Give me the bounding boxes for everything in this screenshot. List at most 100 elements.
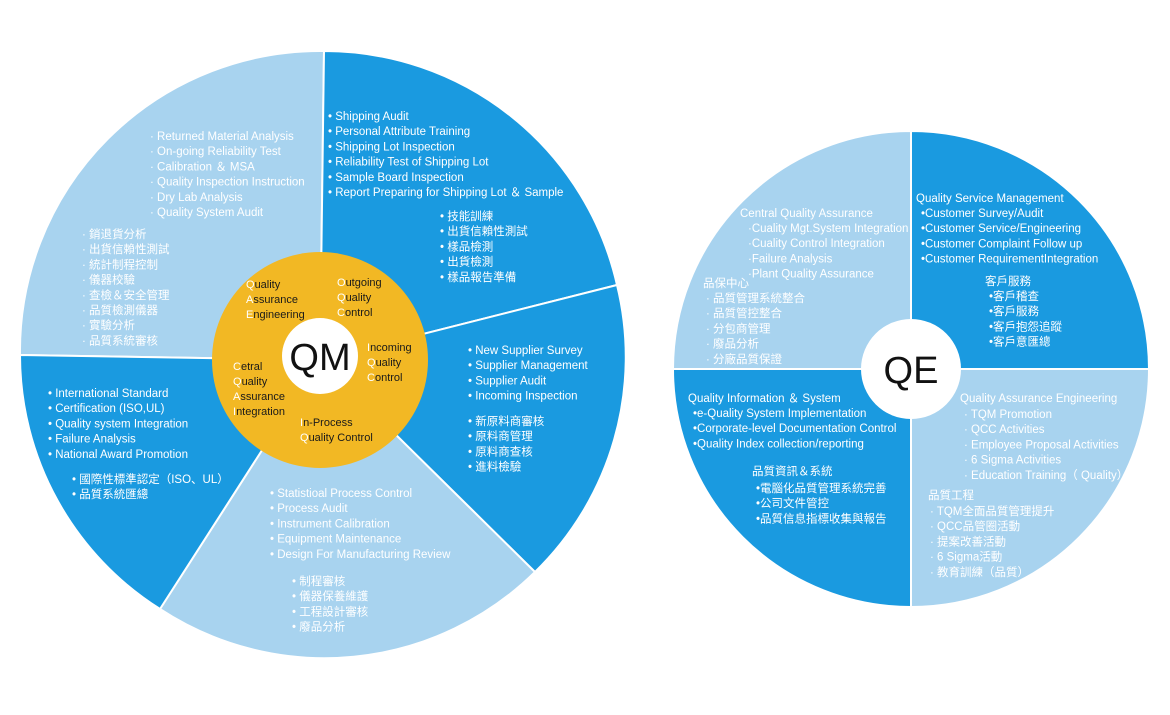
qm-core-initial: C (337, 307, 345, 319)
qm-core-label-line: Integration (233, 406, 285, 418)
qe-qae-item-en: · QCC Activities (964, 424, 1045, 436)
qm-core-initial: Q (233, 376, 242, 388)
qm-qae-item-zh: · 儀器校驗 (82, 273, 136, 287)
qm-hub-label: QM (289, 337, 350, 379)
qe-qae-item-en: · 6 Sigma Activities (964, 455, 1061, 467)
qm-oqc-item-zh: • 出貨檢測 (440, 255, 493, 269)
qm-core-label-line: In-Process (300, 417, 353, 429)
qm-core-initial: Q (246, 279, 255, 291)
qm-iqc-item-zh: • 新原料商審核 (468, 414, 545, 428)
qe-qae-item-en: · Education Training（ Quality） (964, 469, 1128, 482)
qe-hub (861, 319, 961, 419)
qe-cqa-item-zh: · 分廠品質保證 (706, 352, 783, 366)
qm-core-word: uality Control (309, 432, 373, 444)
qe-cqa-item-zh: · 廢品分析 (706, 337, 759, 351)
qe-cqa-item-en: ·Cuality Mgt.System Integration (748, 223, 908, 235)
qm-qae-item-zh: · 銷退貨分析 (82, 227, 147, 241)
qm-qae-item-zh: · 品質檢測儀器 (82, 303, 159, 317)
qm-core-initial: C (233, 361, 241, 373)
qm-core-word: ontrol (345, 307, 373, 319)
qm-oqc-item-zh: • 技能訓練 (440, 209, 494, 223)
qe-hub-label: QE (884, 350, 939, 392)
qm-core-initial: A (233, 391, 241, 403)
qm-core-label-line: Control (337, 307, 372, 319)
qm-core-word: ngineering (253, 309, 304, 321)
qe-qsm-item-zh: •客戶服務 (989, 304, 1040, 318)
qm-core-label-line: Outgoing (337, 277, 382, 289)
qe-qae-item-en: · TQM Promotion (964, 409, 1052, 421)
qe-qsm-title-zh: 客戶服務 (985, 274, 1031, 288)
qe-qis-item-en: •Corporate-level Documentation Control (693, 423, 896, 435)
qm-core-label-line: Incoming (367, 342, 412, 354)
qm-core-initial: E (246, 309, 253, 321)
qm-core-word: uality (346, 292, 372, 304)
qm-wheel: QM QualityAssuranceEngineeringOutgoingQu… (18, 49, 627, 660)
qm-qae-item-en: · On-going Reliability Test (150, 146, 282, 158)
qe-qsm-item-zh: •客戶意匯總 (989, 335, 1051, 349)
qm-core-label-line: Cetral (233, 361, 262, 373)
qm-core-word: ntegration (236, 406, 285, 418)
qe-qsm-item-zh: •客戶稽查 (989, 289, 1040, 303)
qm-segment-labels: · Returned Material Analysis· On-going R… (48, 111, 589, 634)
qm-ipqc-item-zh: • 制程審核 (292, 574, 346, 588)
qe-qae-item-zh: · 教育訓練（品質） (930, 565, 1029, 579)
qm-core-initial: Q (337, 292, 346, 304)
qe-qsm-item-en: •Customer Survey/Audit (921, 208, 1044, 220)
qm-oqc-item-zh: • 樣品檢測 (440, 239, 493, 253)
qm-iqc-item-en: • Supplier Audit (468, 375, 547, 387)
qm-cqai-item-en: • National Award Promotion (48, 449, 188, 461)
qe-cqa-title-en: Central Quality Assurance (740, 208, 873, 220)
qm-iqc-item-en: • New Supplier Survey (468, 345, 583, 357)
qm-qae-item-en: · Dry Lab Analysis (150, 192, 243, 204)
qm-ipqc-item-en: • Process Audit (270, 503, 348, 515)
qm-qae-item-zh: · 統計制程控制 (82, 257, 158, 271)
qm-core-word: ncoming (370, 342, 412, 354)
qm-cqai-item-en: • Quality system Integration (48, 418, 188, 430)
qm-ipqc-item-en: • Equipment Maintenance (270, 534, 401, 546)
qm-core-initial: C (367, 372, 375, 384)
qe-segment-qis (671, 368, 912, 609)
qm-core-word: ssurance (240, 391, 285, 403)
qm-core-label-line: Quality (233, 376, 268, 388)
qm-core-label-line: Quality (337, 292, 372, 304)
qm-iqc-item-zh: • 進料檢驗 (468, 460, 522, 474)
qm-hub (282, 318, 358, 394)
qm-core-initial: I (300, 417, 303, 429)
qm-core-word: uality (242, 376, 268, 388)
qm-core-word: ontrol (375, 372, 403, 384)
qe-qis-item-zh: •品質信息指標收集與報告 (756, 511, 887, 525)
qm-ipqc-item-zh: • 工程設計審核 (292, 604, 369, 618)
qe-qae-item-zh: · TQM全面品質管理提升 (930, 504, 1054, 518)
qm-iqc-item-zh: • 原料商查核 (468, 444, 533, 458)
qe-qis-title-en: Quality Information ＆ System (688, 393, 841, 405)
qm-core-label-line: Assurance (233, 391, 285, 403)
qe-qis-item-zh: •電腦化品質管理系統完善 (756, 481, 887, 495)
qm-core-initial: Q (367, 357, 376, 369)
qm-qae-item-en: · Calibration ＆ MSA (150, 161, 255, 173)
qm-cqai-item-en: • Certification (ISO,UL) (48, 403, 165, 415)
qe-qae-title-en: Quality Assurance Engineering (960, 393, 1117, 405)
qm-oqc-item-en: • Shipping Lot Inspection (328, 141, 455, 153)
qe-qae-title-zh: 品質工程 (928, 488, 974, 502)
qm-oqc-item-en: • Personal Attribute Training (328, 126, 470, 138)
qe-qis-item-en: •Quality Index collection/reporting (693, 438, 864, 450)
qe-qsm-title-en: Quality Service Management (916, 193, 1064, 205)
qm-core-initial: I (233, 406, 236, 418)
qm-ipqc-item-zh: • 廢品分析 (292, 620, 345, 634)
qm-oqc-item-en: • Shipping Audit (328, 111, 410, 123)
qe-segment-labels: Central Quality Assurance ·Cuality Mgt.Sy… (688, 193, 1128, 579)
qm-core-label-line: Quality Control (300, 432, 373, 444)
qe-segment-qsm (910, 129, 1151, 370)
qe-qae-item-en: · Employee Proposal Activities (964, 439, 1119, 451)
qe-segment-cqa (671, 129, 912, 370)
qm-core-word: etral (241, 361, 262, 373)
qm-iqc-item-en: • Incoming Inspection (468, 391, 578, 403)
qm-cqai-item-zh: • 品質系統匯總 (72, 487, 149, 501)
qm-ipqc-item-en: • Instrument Calibration (270, 518, 390, 530)
qm-ipqc-item-zh: • 儀器保養維護 (292, 589, 369, 603)
qe-cqa-item-zh: · 品質管控整合 (706, 306, 783, 320)
qm-oqc-item-en: • Report Preparing for Shipping Lot ＆ Sa… (328, 187, 563, 199)
qm-core-word: n-Process (303, 417, 353, 429)
qe-qsm-item-en: •Customer Complaint Follow up (921, 238, 1082, 250)
